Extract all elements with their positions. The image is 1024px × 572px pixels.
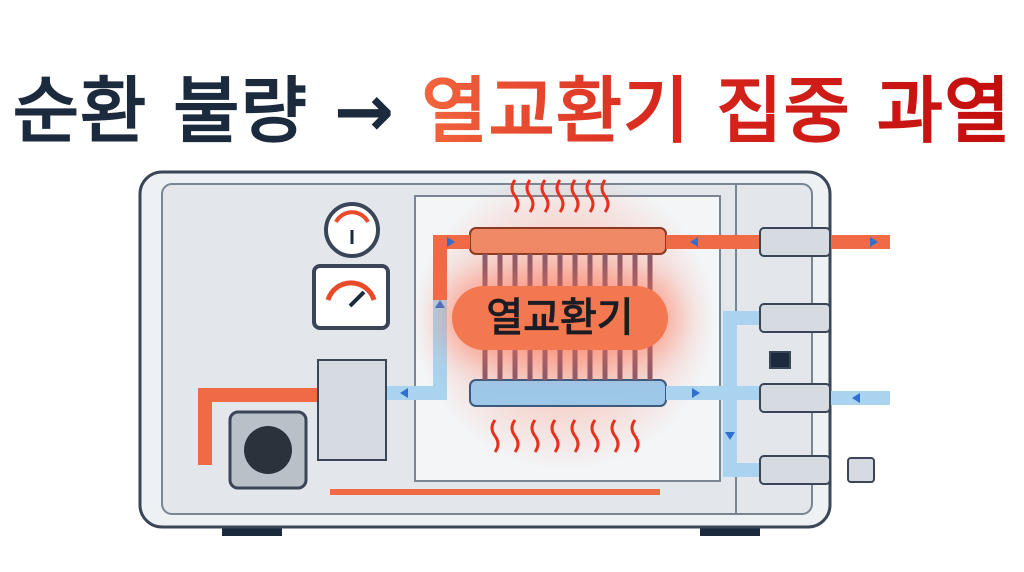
headline: 순환 불량 → 열교환기 집중 과열 <box>0 52 1024 157</box>
valve-assembly <box>317 359 387 461</box>
headline-arrow: → <box>333 69 396 153</box>
hot-pipes <box>198 235 890 495</box>
circulation-pump <box>228 410 308 490</box>
heat-waves-top <box>510 179 610 213</box>
inlet-fitting <box>847 457 875 483</box>
pressure-gauge <box>324 202 380 258</box>
temperature-gauge <box>312 264 390 330</box>
heat-waves-bottom <box>490 419 640 453</box>
flow-arrows <box>400 237 878 440</box>
headline-effect: 열교환기 집중 과열 <box>421 69 1012 153</box>
headline-cause: 순환 불량 <box>12 69 308 153</box>
heat-exchanger-label: 열교환기 <box>452 286 668 350</box>
right-valves <box>759 227 831 485</box>
